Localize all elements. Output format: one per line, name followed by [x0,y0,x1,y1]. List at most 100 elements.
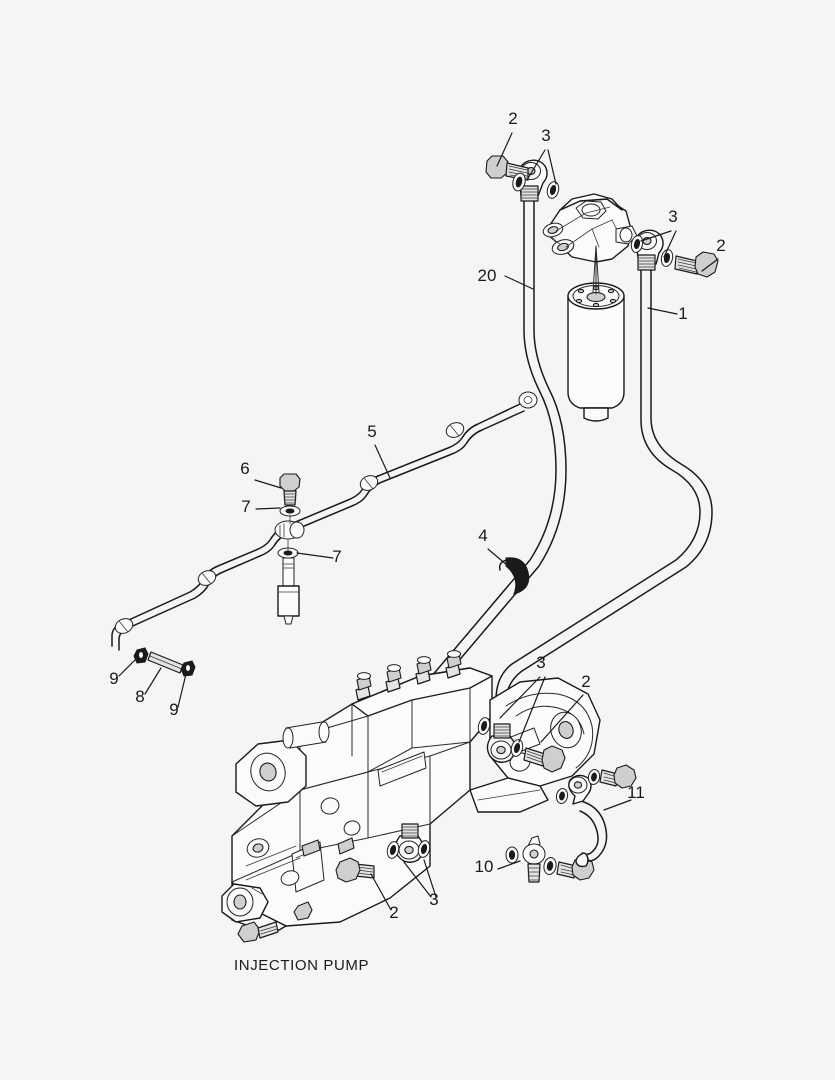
hose-clamp-band-4 [498,557,530,595]
callout-c3-pump-upper: 3 [499,653,546,743]
gasket-washer-pump-upper-a [477,717,491,735]
delivery-valve-holders [355,650,462,701]
gasket-washer-top-right-b [660,249,674,267]
gasket-washer-pump-lower-b [417,840,431,858]
banjo-bolt-pump-upper [523,745,566,773]
pipe-union-5-a [445,422,465,438]
callout-number: 10 [475,857,494,876]
callout-c11: 11 [603,783,645,811]
leak-off-pipe-5 [111,391,538,651]
return-hose-11 [575,800,608,868]
pipe-union-5-c [197,570,217,586]
callout-leader-line [144,667,162,695]
gasket-washer-pump-lower-a [386,841,400,859]
banjo-bolt-top-right [674,251,719,278]
callout-c3-pump-lower: 3 [403,859,439,909]
callout-c7-lower: 7 [296,547,342,566]
fuel-filter-cartridge [567,245,625,422]
injection-pump-body [221,650,601,943]
callout-number: 9 [169,700,178,719]
callout-leader-line [499,676,546,743]
callout-number: 20 [478,266,497,285]
callout-leader-line [701,258,719,272]
callout-c3-top-right: 3 [640,207,678,258]
pipe-union-5-d [114,618,134,634]
pipe-nut-9-right [180,660,196,677]
hollow-screw-joint-10 [505,835,546,883]
gasket-washer-hose-11-b [587,769,601,785]
banjo-elbow-hose-20 [518,159,548,202]
callout-leader-line [374,444,391,479]
callout-leader-line [640,230,677,258]
callout-leader-line [497,860,521,870]
callout-leader-line [370,873,392,911]
callout-number: 2 [389,903,398,922]
callout-number: 7 [332,547,341,566]
callout-leader-line [496,132,513,167]
callout-number: 2 [508,109,517,128]
callout-number: 5 [367,422,376,441]
callout-c4: 4 [478,526,509,567]
callout-c9-right: 9 [169,673,187,719]
hand-primer-pump [221,883,269,923]
callout-number: 6 [240,459,249,478]
callout-c2-top-left: 2 [496,109,518,167]
callout-number: 4 [478,526,487,545]
callout-c2-top-right: 2 [701,236,726,272]
callout-leader-line [487,548,509,567]
callout-number: 8 [135,687,144,706]
callout-number: 1 [678,304,687,323]
hose-1-pump-elbow [486,723,517,763]
callout-number: 2 [581,672,590,691]
callout-c2-pump-bottom: 2 [370,873,399,922]
banjo-bolt-hose-11 [599,764,637,789]
callout-leader-line [403,859,437,898]
callout-number: 3 [541,126,550,145]
callout-c7-upper: 7 [241,497,281,516]
callout-leader-line [504,275,534,290]
callout-leader-line [603,799,632,811]
hose-1-fuel-outlet [495,263,713,737]
gasket-washer-joint-10 [543,857,557,875]
callout-c2-pump-right: 2 [540,672,591,743]
hose-11-elbow [568,774,592,805]
callout-leader-line [177,673,187,708]
callout-c9-left: 9 [109,658,137,688]
callout-leader-line [296,552,334,559]
callout-c6: 6 [240,459,282,489]
callout-number: 3 [668,207,677,226]
callout-leader-line [647,307,678,315]
fuel-filter-head-bracket [542,193,638,263]
gasket-washer-top-left-b [546,181,560,199]
caption-injection-pump: INJECTION PUMP [234,957,369,974]
callout-leader-line [255,507,281,510]
callout-number: 2 [716,236,725,255]
pipe-union-5-b [359,475,379,491]
hose-ferrule-1 [637,254,656,271]
gasket-washer-top-right-a [630,235,644,253]
banjo-bolt-pump-lower [335,857,375,883]
callout-c8: 8 [135,667,162,706]
callout-number: 9 [109,669,118,688]
callout-number: 3 [536,653,545,672]
callout-leader-line [540,694,584,743]
gasket-washer-top-left-a [512,172,526,192]
pump-mount-bolt-a [237,921,279,943]
callout-c10: 10 [475,857,521,876]
centre-pipe-junction [274,520,305,540]
callout-number: 11 [627,783,645,802]
pipe-nut-9-left [133,647,149,664]
washer-7-upper [279,505,301,517]
callout-number: 3 [429,890,438,909]
connector-pipe-8 [147,651,184,674]
injector-nozzle-body [277,557,300,625]
callout-number: 7 [241,497,250,516]
pump-mount-bolt-b [293,901,313,921]
callout-c20: 20 [478,266,534,290]
callout-c5: 5 [367,422,391,479]
callout-leader-line [526,149,557,185]
callout-c1: 1 [647,304,688,323]
